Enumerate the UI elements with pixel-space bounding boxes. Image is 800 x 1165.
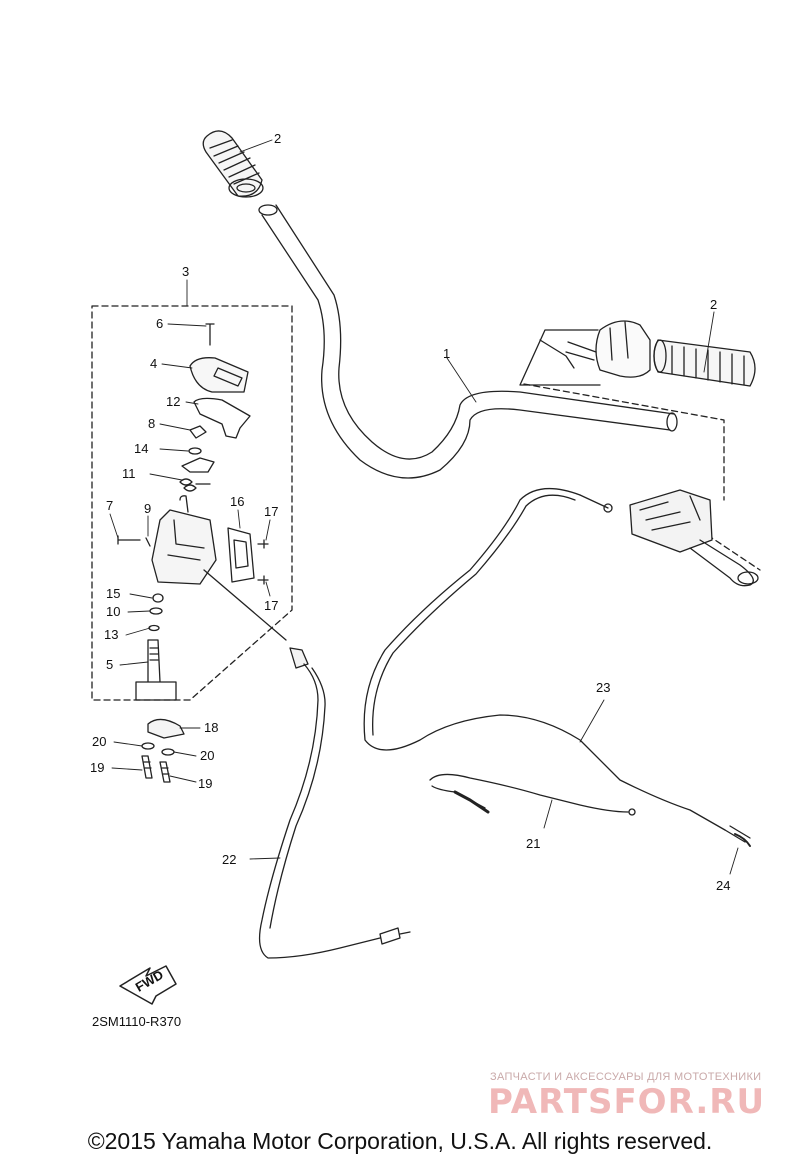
callout-19-left: 19 xyxy=(90,760,104,775)
right-switch-housing xyxy=(519,320,651,386)
copyright-notice: ©2015 Yamaha Motor Corporation, U.S.A. A… xyxy=(87,1128,713,1154)
callout-17-upper: 17 xyxy=(264,504,278,519)
watermark-tagline: ЗАПЧАСТИ И АКСЕССУАРЫ ДЛЯ МОТОТЕХНИКИ xyxy=(490,1071,762,1083)
callout-23: 23 xyxy=(596,680,610,695)
throttle-housing-parts xyxy=(117,323,269,701)
callout-9: 9 xyxy=(144,501,151,516)
cable-21 xyxy=(429,773,636,816)
callout-labels: 1 2 2 3 4 5 6 7 8 9 10 11 12 13 14 15 16… xyxy=(90,131,730,893)
callout-1: 1 xyxy=(443,346,450,361)
callout-12: 12 xyxy=(166,394,180,409)
callout-21: 21 xyxy=(526,836,540,851)
callout-15: 15 xyxy=(106,586,120,601)
callout-18: 18 xyxy=(204,720,218,735)
handlebar xyxy=(258,204,678,479)
callout-22: 22 xyxy=(222,852,236,867)
callout-7: 7 xyxy=(106,498,113,513)
callout-4: 4 xyxy=(150,356,157,371)
left-grip xyxy=(202,130,264,198)
callout-16: 16 xyxy=(230,494,244,509)
callout-13: 13 xyxy=(104,627,118,642)
callout-24: 24 xyxy=(716,878,730,893)
watermark-brand: PARTSFOR.RU xyxy=(488,1082,766,1122)
callout-3: 3 xyxy=(182,264,189,279)
callout-17-lower: 17 xyxy=(264,598,278,613)
leader-lines xyxy=(109,139,739,875)
callout-11: 11 xyxy=(122,466,136,481)
callout-8: 8 xyxy=(148,416,155,431)
drawing-code: 2SM1110-R370 xyxy=(92,1014,181,1029)
callout-20-left: 20 xyxy=(92,734,106,749)
callout-5: 5 xyxy=(106,657,113,672)
throttle-cable xyxy=(363,487,751,847)
callout-2-left: 2 xyxy=(274,131,281,146)
clamp-parts xyxy=(141,718,185,783)
right-grip xyxy=(653,339,756,387)
fwd-arrow-icon xyxy=(119,965,177,1005)
callout-6: 6 xyxy=(156,316,163,331)
callout-19-right: 19 xyxy=(198,776,212,791)
cable-22 xyxy=(203,569,411,959)
callout-14: 14 xyxy=(134,441,148,456)
callout-10: 10 xyxy=(106,604,120,619)
brake-lever-assembly xyxy=(579,489,759,587)
callout-2-right: 2 xyxy=(710,297,717,312)
callout-20-right: 20 xyxy=(200,748,214,763)
